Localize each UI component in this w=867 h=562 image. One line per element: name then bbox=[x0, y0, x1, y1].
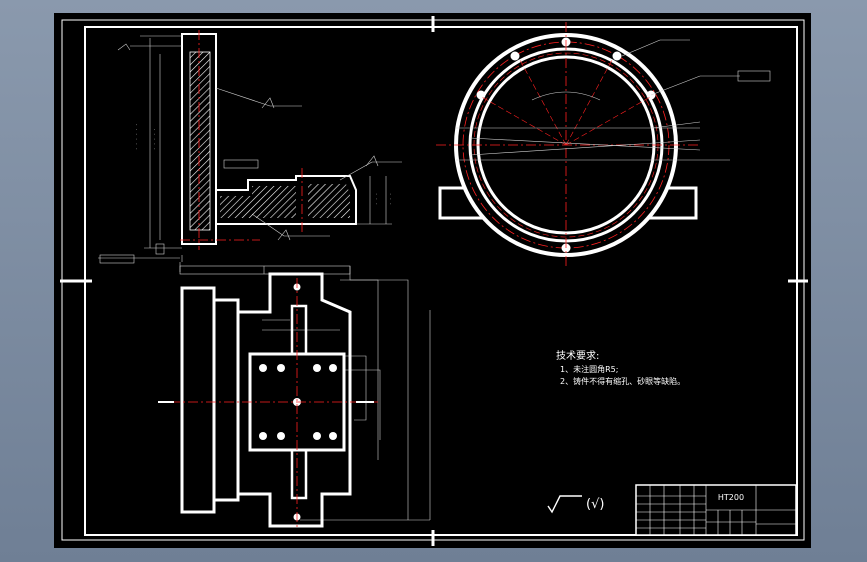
centering-marks bbox=[60, 16, 808, 546]
surface-finish-symbol: (√) bbox=[547, 495, 604, 514]
notes-title: 技术要求: bbox=[556, 349, 599, 362]
title-block: HT200 bbox=[635, 484, 797, 536]
material-label: HT200 bbox=[718, 493, 744, 502]
note-line-2: 2、铸件不得有缩孔、砂眼等缺陷。 bbox=[560, 376, 685, 386]
drawing-sheet bbox=[54, 13, 811, 548]
note-line-1: 1、未注圆角R5; bbox=[560, 364, 618, 374]
svg-text:- - - - -: - - - - - bbox=[152, 128, 157, 150]
svg-text:- - - - - -: - - - - - - bbox=[134, 124, 139, 151]
svg-text:- - -: - - - bbox=[374, 193, 379, 205]
plan-view bbox=[158, 262, 431, 528]
section-view: - - - - - - - - - - - - - - - - - bbox=[98, 30, 402, 264]
ring-view bbox=[436, 22, 771, 268]
surface-finish-text: (√) bbox=[586, 497, 604, 512]
svg-text:- - -: - - - bbox=[388, 193, 393, 205]
